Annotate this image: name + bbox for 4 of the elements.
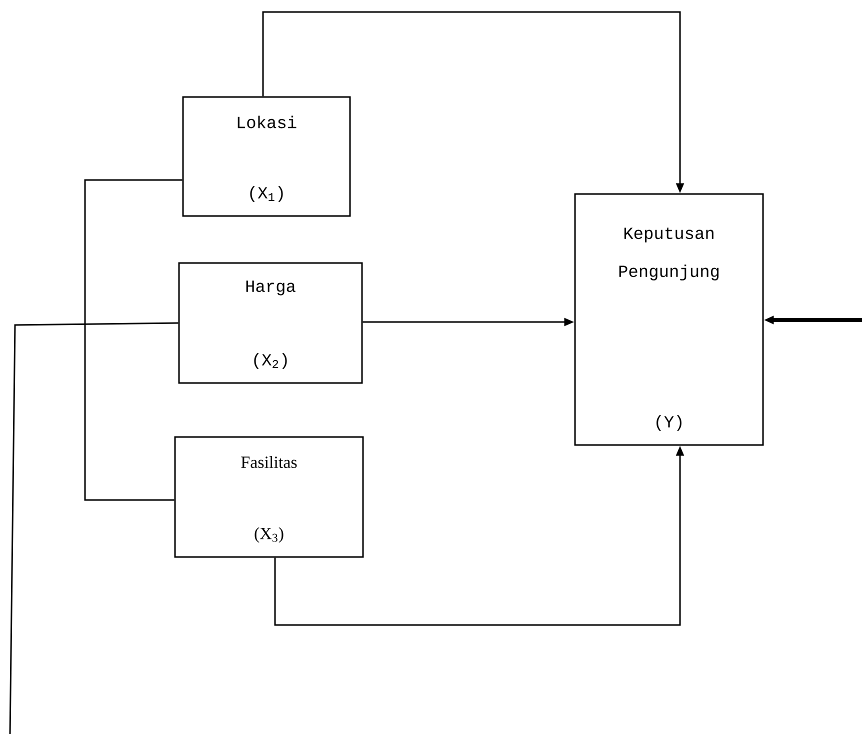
variable-box: Harga (X$_{2}$) <box>178 262 363 384</box>
variable-box: Lokasi (X$_{1}$) <box>182 96 351 217</box>
variable-box: Keputusan Pengunjung (Y) <box>574 193 764 446</box>
variable-box: Fasilitas (X$_{3}$) <box>174 436 364 558</box>
